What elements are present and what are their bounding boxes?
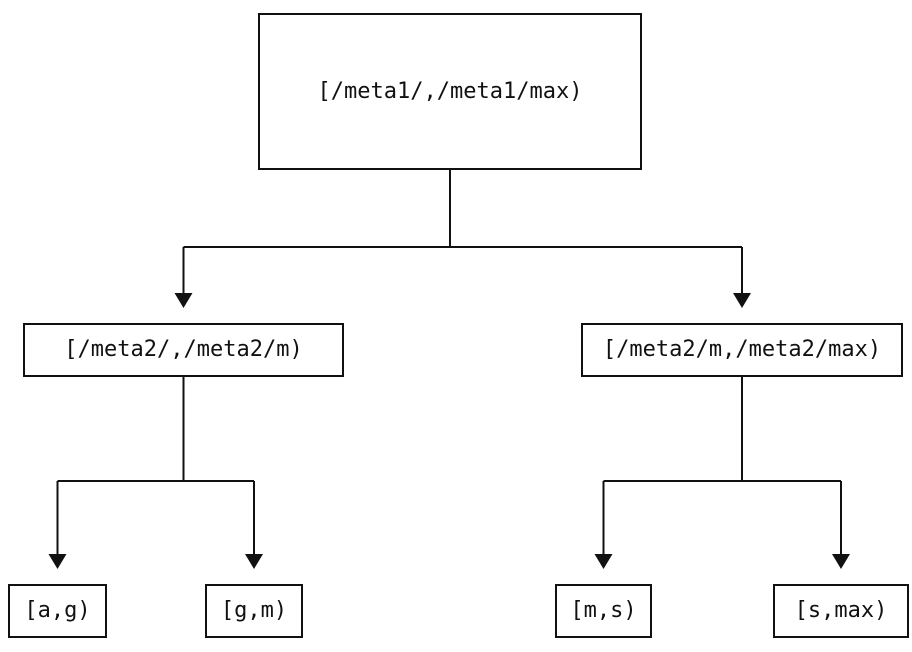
edge-right-elbow xyxy=(602,377,842,554)
leaf-node-m-s: [m,s) xyxy=(555,584,652,638)
node-meta2-left-label: [/meta2/,/meta2/m) xyxy=(64,337,303,362)
arrowhead-left-mid-icon xyxy=(174,293,193,308)
leaf-a-g-label: [a,g) xyxy=(24,598,91,623)
edge-root-elbow xyxy=(182,170,743,293)
arrowhead-right-mid-icon xyxy=(733,293,751,308)
connector-right-to-leaves xyxy=(594,377,850,569)
node-meta2-left-range: [/meta2/,/meta2/m) xyxy=(23,323,344,377)
arrowhead-leaf-ag-icon xyxy=(48,554,67,569)
leaf-m-s-label: [m,s) xyxy=(570,598,637,623)
leaf-node-g-m: [g,m) xyxy=(205,584,303,638)
arrowhead-leaf-smax-icon xyxy=(832,554,850,569)
leaf-s-max-label: [s,max) xyxy=(794,598,888,623)
leaf-g-m-label: [g,m) xyxy=(220,598,288,623)
leaf-node-a-g: [a,g) xyxy=(8,584,107,638)
leaf-node-s-max: [s,max) xyxy=(773,584,909,638)
node-root-meta1-range: [/meta1/,/meta1/max) xyxy=(258,13,642,170)
connector-root-to-level2 xyxy=(174,170,751,308)
arrowhead-leaf-ms-icon xyxy=(594,554,613,569)
node-meta2-right-label: [/meta2/m,/meta2/max) xyxy=(602,337,882,362)
arrowhead-leaf-gm-icon xyxy=(245,554,263,569)
connector-left-to-leaves xyxy=(48,377,263,569)
node-meta2-right-range: [/meta2/m,/meta2/max) xyxy=(581,323,903,377)
edge-left-elbow xyxy=(56,377,255,554)
node-root-label: [/meta1/,/meta1/max) xyxy=(317,78,583,104)
